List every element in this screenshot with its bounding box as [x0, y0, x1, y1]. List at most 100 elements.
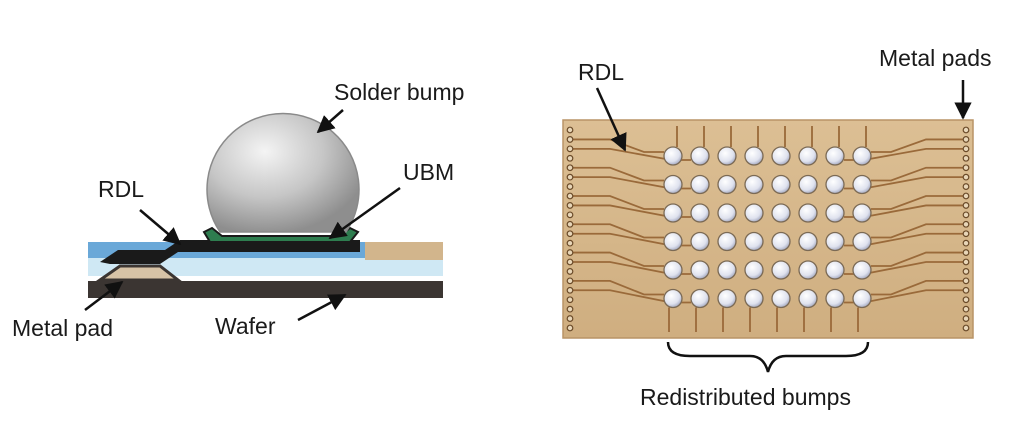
redistributed-bump: [744, 231, 764, 252]
redistributed-bump: [690, 174, 710, 195]
metal-pad: [566, 145, 574, 153]
metal-pad: [566, 220, 574, 228]
metal-pad: [962, 268, 970, 275]
redistributed-bump: [852, 260, 872, 280]
wafer-layer: [88, 280, 443, 298]
metal-pad: [962, 211, 970, 219]
rdl-trace-line: [570, 223, 664, 239]
metal-pad: [962, 154, 970, 162]
metal-pad: [566, 202, 574, 209]
metal-pad: [566, 296, 574, 304]
metal-pad: [95, 264, 183, 282]
rdl-trace-line: [570, 166, 664, 182]
tan-layer: [365, 242, 443, 260]
label-metal-pad: Metal pad: [12, 315, 113, 341]
rdl-trace-line: [871, 195, 966, 210]
redistributed-bump: [717, 174, 737, 195]
metal-pad: [962, 202, 970, 209]
redistributed-bump: [771, 231, 791, 252]
redistributed-bump: [825, 288, 845, 309]
top-view: RDL Metal pads Redistributed bumps: [562, 45, 992, 410]
metal-pad: [962, 324, 970, 332]
label-ubm: UBM: [403, 159, 454, 185]
metal-pad-ring: [566, 126, 970, 332]
redistributed-bump: [852, 146, 872, 166]
redistributed-bump: [744, 146, 764, 166]
metal-pad: [566, 192, 574, 200]
metal-pad: [962, 173, 970, 181]
metal-pad: [962, 315, 970, 322]
redistributed-bump: [771, 203, 791, 223]
metal-pad: [566, 315, 574, 322]
redistributed-bump: [798, 231, 818, 252]
solder-bump-leader: [316, 109, 344, 134]
ubm-leader: [328, 186, 401, 240]
rdl-trace-line: [570, 195, 664, 210]
rdl-leader: [139, 209, 182, 246]
redistributed-bump: [825, 203, 845, 223]
metal-pad: [962, 230, 970, 238]
redistributed-bump: [717, 260, 737, 280]
rdl-trace-line: [570, 138, 664, 153]
redistributed-bump: [852, 288, 872, 309]
redistributed-bump: [798, 260, 818, 280]
solder-bump: [206, 112, 360, 233]
metal-pad: [962, 164, 970, 172]
redistributed-bump: [717, 203, 737, 223]
redistributed-bump: [852, 203, 872, 223]
metal-pad: [962, 239, 970, 247]
metal-pad: [566, 154, 574, 162]
label-solder-bump: Solder bump: [334, 79, 464, 105]
rdl-trace-line: [871, 138, 966, 153]
metal-pad: [566, 268, 574, 275]
metal-pad: [962, 296, 970, 304]
redistributed-bump: [825, 231, 845, 252]
redistributed-bump: [690, 203, 710, 223]
wafer-leader: [297, 293, 347, 322]
label-redistributed-bumps: Redistributed bumps: [640, 384, 851, 410]
label-wafer: Wafer: [215, 313, 276, 339]
redistributed-bump: [771, 146, 791, 166]
metal-pad: [566, 286, 574, 294]
metal-pad: [566, 126, 574, 134]
metal-pad: [962, 277, 970, 285]
redistributed-bump: [663, 203, 683, 223]
metal-pad: [566, 211, 574, 219]
metal-pad: [566, 239, 574, 247]
ubm-layer: [202, 226, 360, 243]
redistributed-bump: [663, 146, 683, 166]
redistributed-bump: [852, 174, 872, 195]
rdl-trace-line: [570, 279, 664, 296]
metal-pad: [962, 305, 970, 313]
redistributed-bump: [798, 203, 818, 223]
metal-pad: [566, 324, 574, 332]
redistributed-bump: [663, 174, 683, 195]
redistributed-bump: [744, 174, 764, 195]
rdl-trace-line: [570, 251, 664, 267]
redistributed-bump: [798, 174, 818, 195]
redistributed-bump: [744, 203, 764, 223]
metal-pad: [566, 173, 574, 181]
redistributed-bump: [825, 260, 845, 280]
redistributed-bump: [771, 174, 791, 195]
redistributed-bump: [771, 288, 791, 309]
metal-pad: [962, 192, 970, 200]
metal-pad: [566, 258, 574, 266]
metal-pad: [566, 230, 574, 238]
wafer-top-line: [88, 276, 443, 281]
metal-pad: [566, 305, 574, 313]
redistributed-bump: [798, 146, 818, 166]
redistributed-bump: [690, 260, 710, 280]
metal-pad: [566, 249, 574, 256]
metal-pad: [566, 183, 574, 190]
bumps-brace: [666, 341, 870, 373]
cross-section: Solder bump UBM RDL Metal pad Wafer: [12, 79, 464, 341]
redistributed-bump: [771, 260, 791, 280]
metal-pad: [962, 249, 970, 256]
metal-pad: [962, 183, 970, 190]
metal-pad-leader: [84, 280, 124, 311]
redistributed-bump: [825, 174, 845, 195]
rdl-trace-line: [871, 166, 966, 182]
redistributed-bump: [852, 231, 872, 252]
rdl-top-leader: [595, 87, 627, 152]
